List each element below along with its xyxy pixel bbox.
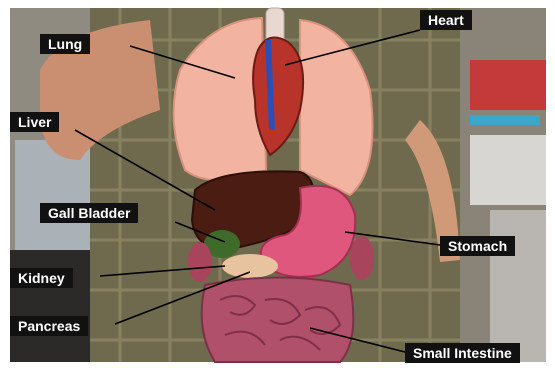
label-small-intestine: Small Intestine bbox=[405, 343, 520, 363]
label-stomach: Stomach bbox=[440, 236, 515, 256]
small-intestine bbox=[202, 278, 354, 363]
label-lung: Lung bbox=[40, 34, 90, 54]
shelf-blue-binder bbox=[470, 115, 540, 125]
shelf-items-right bbox=[470, 135, 546, 205]
kidney-right-organ bbox=[350, 236, 374, 280]
red-box-right bbox=[470, 60, 546, 110]
label-gall-bladder: Gall Bladder bbox=[40, 203, 138, 223]
label-pancreas: Pancreas bbox=[10, 316, 88, 336]
pancreas-organ bbox=[222, 254, 278, 278]
label-heart: Heart bbox=[420, 10, 472, 30]
label-kidney: Kidney bbox=[10, 268, 73, 288]
cabinet-right bbox=[490, 210, 546, 362]
kidney-organ bbox=[188, 242, 212, 282]
heart-vessel bbox=[268, 40, 272, 130]
label-liver: Liver bbox=[10, 112, 59, 132]
